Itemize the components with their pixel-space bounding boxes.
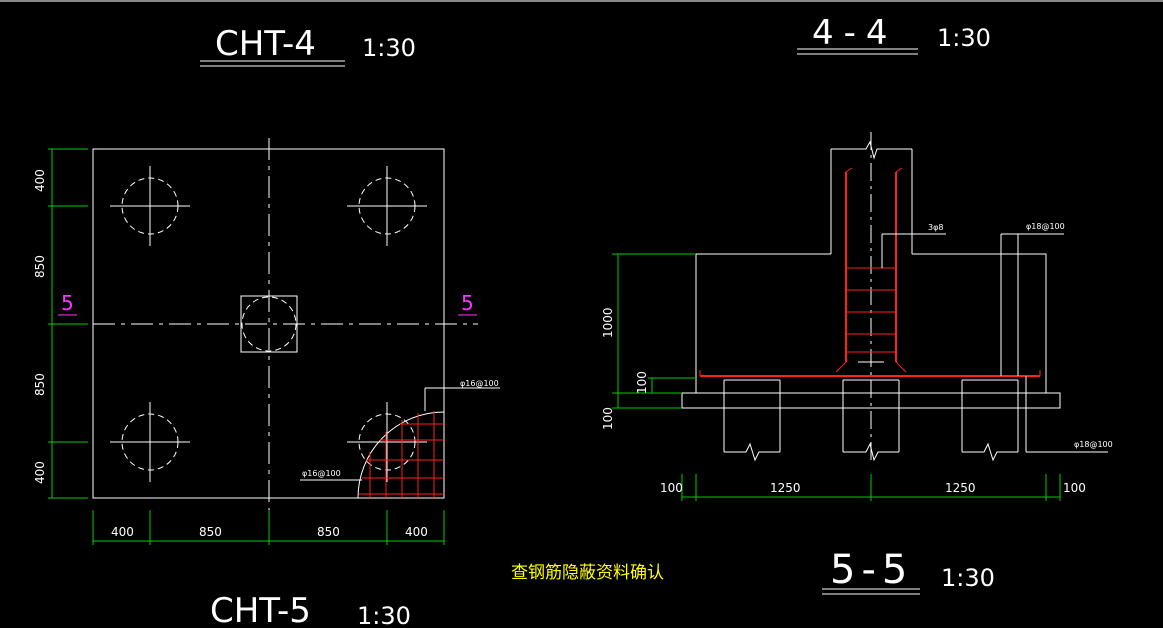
section-horizontal-dimension: 100 1250 1250 100 — [660, 474, 1086, 501]
plan-horizontal-dimension: 400 850 850 400 — [92, 510, 445, 545]
section-hdim-1: 100 — [660, 481, 683, 495]
section44-scale: 1:30 — [937, 24, 991, 52]
review-note: 查钢筋隐蔽资料确认 — [511, 563, 664, 583]
plan-title-block: CHT-4 1:30 — [200, 24, 416, 67]
section-dim-height: 1000 — [601, 307, 615, 338]
section44-title-block: 4-4 1:30 — [797, 13, 991, 55]
plan-title: CHT-4 — [215, 24, 316, 64]
section-marker-left-label: 5 — [61, 291, 74, 315]
section-vertical-dimension: 1000 100 100 — [601, 253, 696, 430]
section-marker-right: 5 — [458, 291, 477, 316]
section-dim-100a: 100 — [635, 371, 649, 394]
section55-title-block: 5-5 1:30 — [822, 547, 995, 595]
pile-bottom-right — [347, 402, 427, 482]
rebar-label-bottom: φ16@100 — [302, 469, 341, 478]
section-marker-left: 5 — [58, 291, 77, 316]
column-circle — [241, 296, 297, 352]
section-label-stirrup: 3φ8 — [928, 223, 943, 232]
plan-hdim-3: 850 — [317, 525, 340, 539]
pile-top-right — [347, 166, 427, 246]
section-pile-middle — [842, 379, 900, 462]
plan-scale: 1:30 — [362, 34, 416, 62]
rebar-label-top: φ16@100 — [460, 379, 499, 388]
pile-bottom-left — [110, 402, 190, 482]
plan-vertical-dimension: 400 850 850 400 — [33, 148, 88, 499]
plan-view: φ16@100 φ16@100 5 5 400 850 850 400 — [33, 138, 500, 545]
section-hdim-2: 1250 — [770, 481, 801, 495]
section55-title: 5-5 — [830, 547, 913, 593]
section-hdim-4: 100 — [1063, 481, 1086, 495]
plan-vdim-3: 850 — [33, 373, 47, 396]
plan-vdim-1: 400 — [33, 169, 47, 192]
section-dim-100b: 100 — [601, 407, 615, 430]
section55-scale: 1:30 — [941, 564, 995, 592]
section-hdim-3: 1250 — [945, 481, 976, 495]
section-label-bar-right: φ18@100 — [1074, 440, 1113, 449]
plan-hdim-2: 850 — [199, 525, 222, 539]
section-label-bar-top: φ18@100 — [1026, 222, 1065, 231]
section-pile-right — [961, 379, 1019, 462]
section-marker-right-label: 5 — [461, 291, 474, 315]
plan-vdim-2: 850 — [33, 255, 47, 278]
rebar-grid: φ16@100 φ16@100 — [300, 379, 500, 499]
pile-top-left — [110, 166, 190, 246]
section55-view: 3φ8 φ18@100 φ18@100 1000 100 100 — [601, 132, 1113, 501]
bottom-title-block: CHT-5 1:30 — [210, 591, 411, 628]
section44-title: 4-4 — [812, 13, 898, 53]
section-pile-left — [723, 379, 781, 462]
plan-hdim-4: 400 — [405, 525, 428, 539]
bottom-title: CHT-5 — [210, 591, 311, 628]
plan-hdim-1: 400 — [111, 525, 134, 539]
bottom-scale: 1:30 — [357, 602, 411, 628]
column-box — [240, 295, 298, 353]
plan-vdim-4: 400 — [33, 461, 47, 484]
section-column-rebar — [699, 167, 1041, 377]
